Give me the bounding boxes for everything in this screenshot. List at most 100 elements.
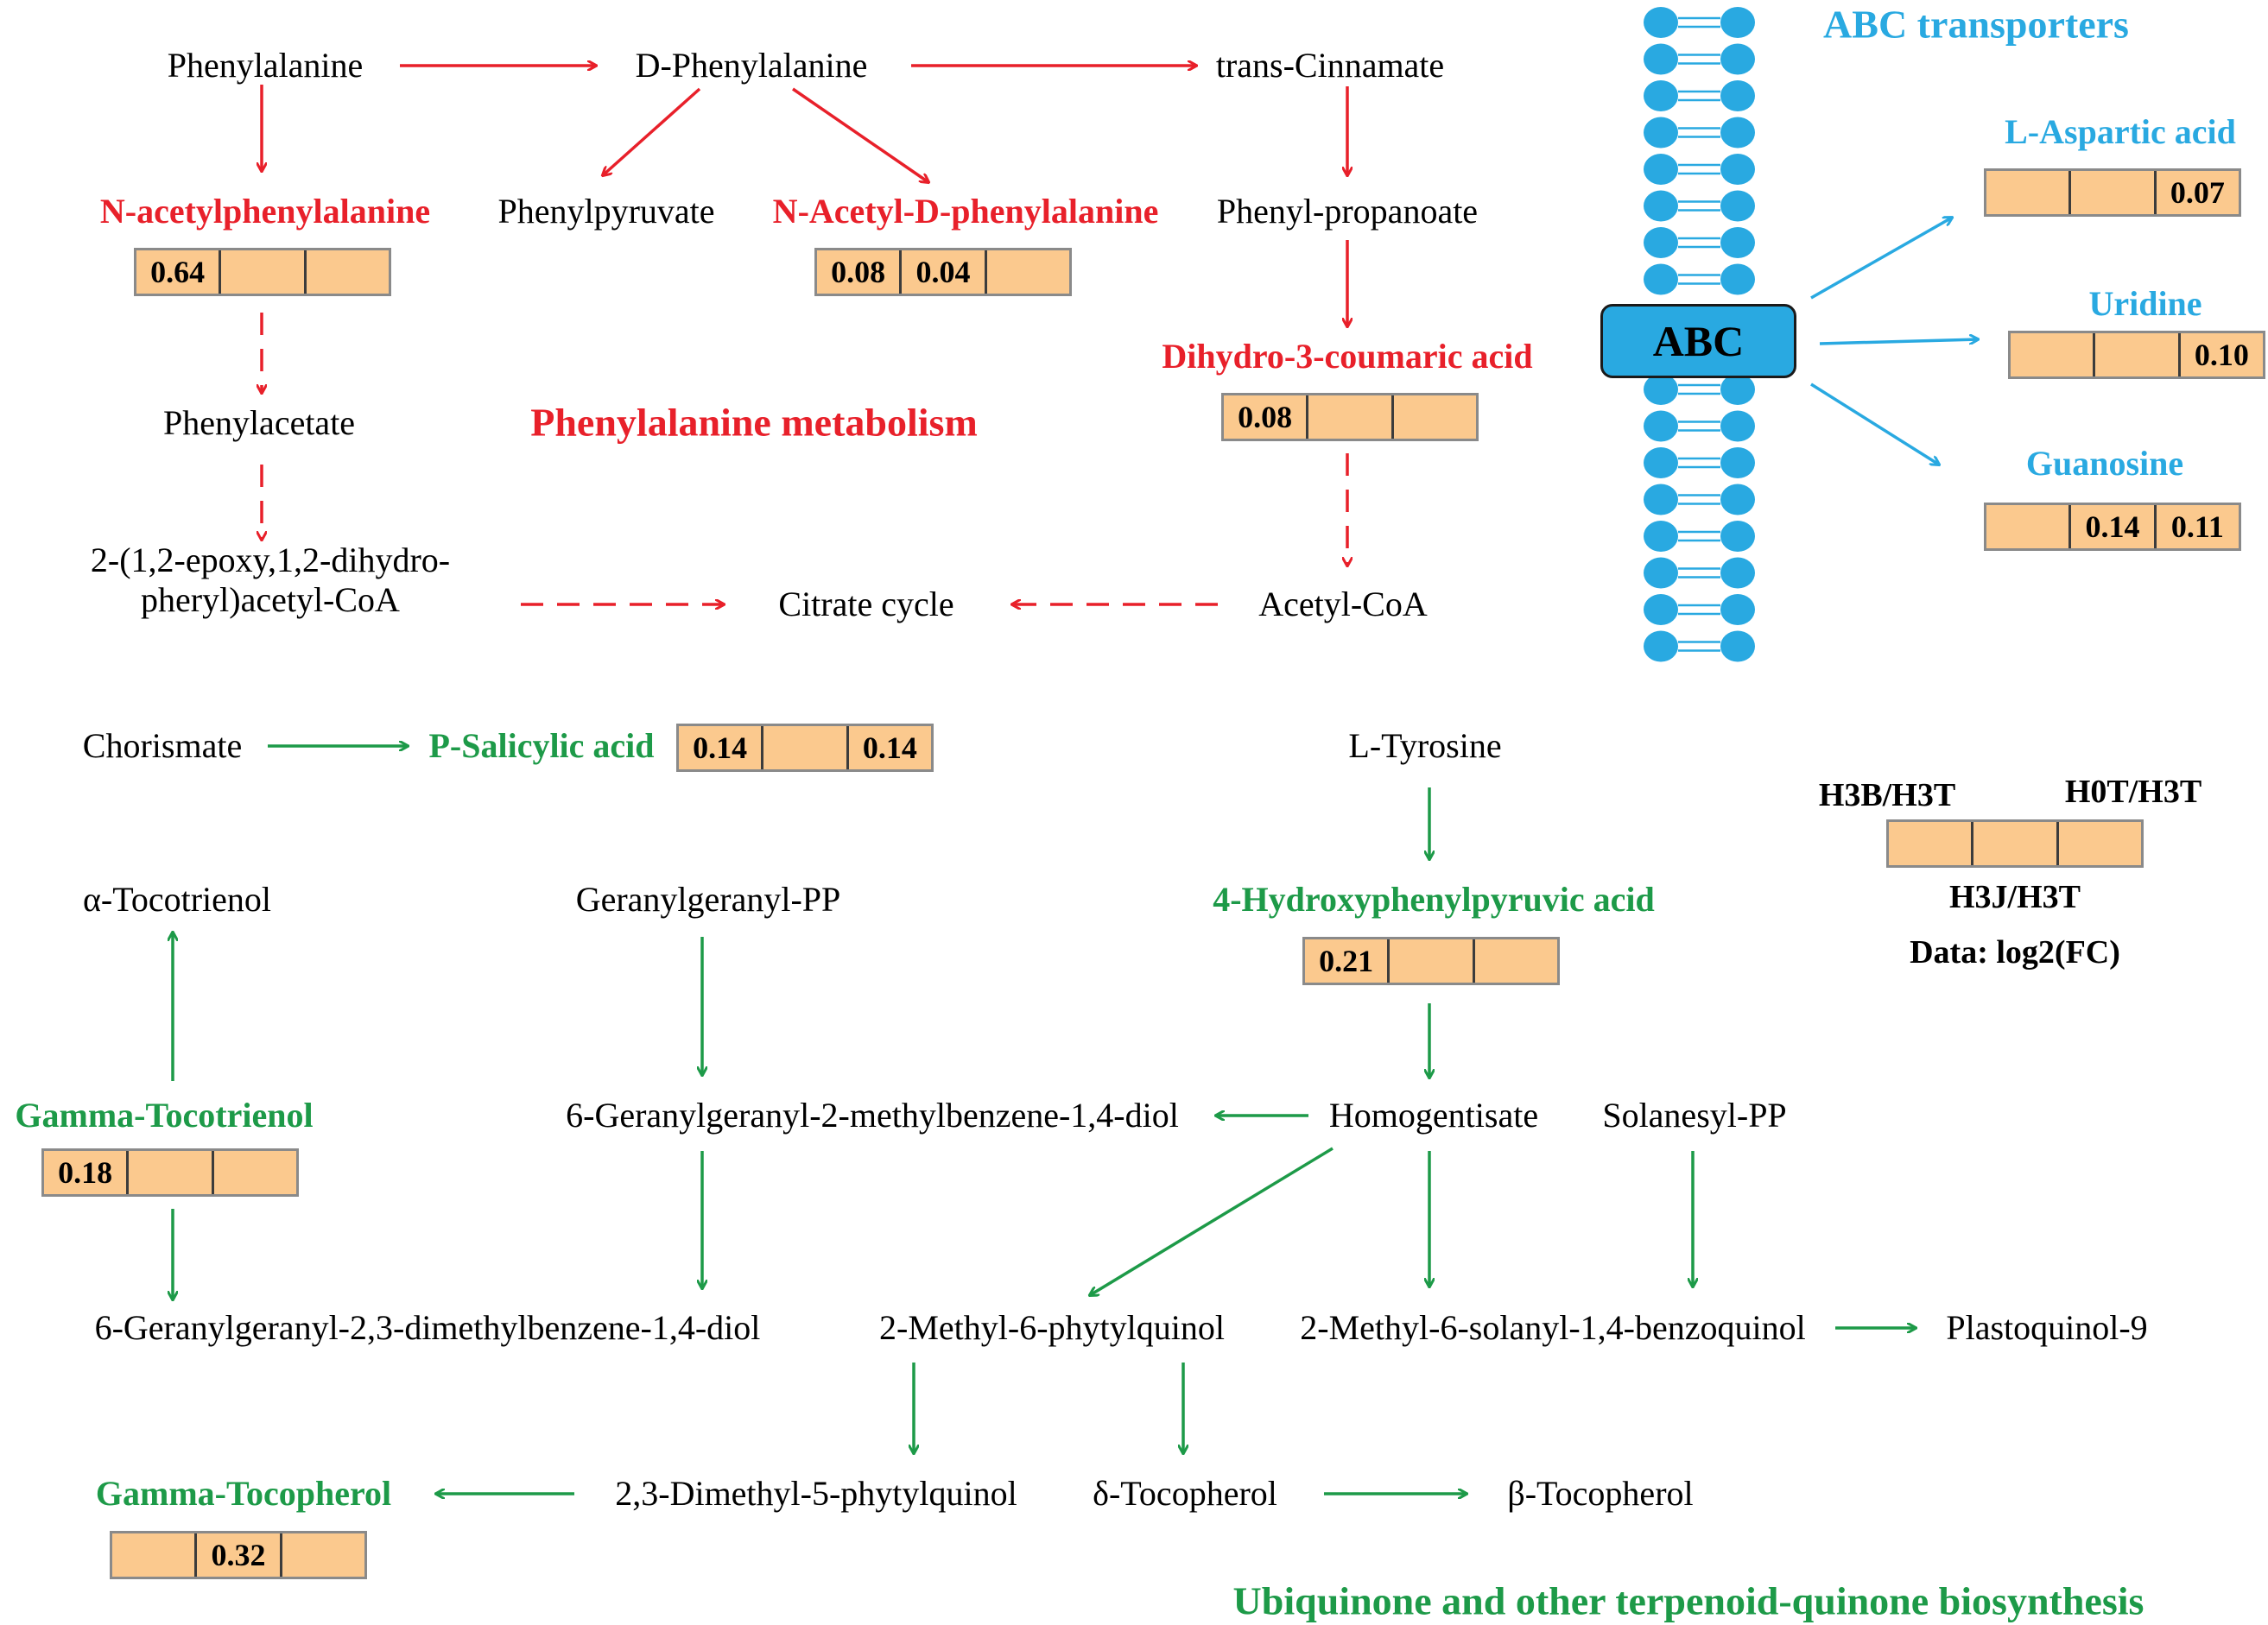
node-l-aspartic-acid: L-Aspartic acid: [2005, 112, 2236, 151]
node-phenyl-propanoate: Phenyl-propanoate: [1216, 192, 1479, 231]
fc-box-p-salicylic-acid: 0.14 0.14: [676, 724, 934, 772]
fc-cell-h0t: [984, 250, 1069, 294]
lipid-head: [1644, 557, 1678, 589]
lipid-head: [1644, 521, 1678, 552]
fc-cell-h0t: [303, 250, 389, 294]
node-solanesyl-pp: Solanesyl-PP: [1602, 1096, 1787, 1135]
lipid-head: [1720, 190, 1755, 222]
legend-cell-2: [1971, 822, 2056, 865]
fc-box-uridine: 0.10: [2008, 331, 2265, 379]
node-epoxy-line2: pheryl)acetyl-CoA: [141, 580, 400, 619]
node-gamma-tocotrienol: Gamma-Tocotrienol: [15, 1096, 314, 1135]
legend-cell-1: [1889, 822, 1971, 865]
node-n-acetyl-d-phenylalanine: N-Acetyl-D-phenylalanine: [772, 192, 1159, 231]
lipid-head: [1720, 263, 1755, 295]
lipid-head: [1644, 374, 1678, 405]
arrow-abc-to-guanosine: [1810, 383, 1939, 465]
node-dihydro-3-coumaric-acid: Dihydro-3-coumaric acid: [1162, 337, 1533, 376]
fc-cell-h0t: 0.10: [2177, 333, 2263, 376]
lipid-head: [1644, 190, 1678, 222]
lipid-head: [1720, 227, 1755, 258]
node-guanosine: Guanosine: [2025, 444, 2184, 483]
lipid-head: [1644, 117, 1678, 149]
lipid-head: [1720, 374, 1755, 405]
node-beta-tocopherol: β-Tocopherol: [1507, 1474, 1694, 1513]
node-2-methyl-6-solanyl-benzoquinol: 2-Methyl-6-solanyl-1,4-benzoquinol: [1300, 1308, 1806, 1347]
fc-cell-h3j: [219, 250, 303, 294]
fc-cell-h3j: 0.14: [2068, 505, 2153, 548]
arrow-abc-to-uridine: [1819, 339, 1978, 345]
lipid-head: [1720, 7, 1755, 38]
fc-cell-h3b: [1986, 171, 2068, 214]
legend-h3b-h3t: H3B/H3T: [1818, 777, 1956, 814]
title-phenylalanine-metabolism: Phenylalanine metabolism: [530, 400, 978, 445]
lipid-head: [1644, 484, 1678, 515]
lipid-head: [1720, 80, 1755, 111]
lipid-head: [1720, 484, 1755, 515]
arrow-abc-to-l-aspartic-acid: [1810, 218, 1952, 300]
node-phenylpyruvate: Phenylpyruvate: [497, 192, 715, 231]
node-phenylalanine: Phenylalanine: [167, 46, 364, 85]
fc-cell-h3j: [126, 1151, 211, 1194]
node-phenylacetate: Phenylacetate: [162, 403, 356, 442]
node-2-3-dimethyl-5-phytylquinol: 2,3-Dimethyl-5-phytylquinol: [615, 1474, 1017, 1513]
fc-cell-h3b: [1986, 505, 2068, 548]
title-ubiquinone-biosynthesis: Ubiquinone and other terpenoid-quinone b…: [1232, 1578, 2144, 1623]
lipid-head: [1720, 447, 1755, 478]
arrow-d-phenylalanine-to-phenylpyruvate: [603, 87, 701, 175]
fc-cell-h3j: [2093, 333, 2177, 376]
fc-cell-h3b: [112, 1533, 194, 1577]
node-chorismate: Chorismate: [82, 726, 243, 765]
fc-cell-h3b: 0.14: [693, 730, 748, 765]
lipid-head: [1644, 630, 1678, 662]
lipid-head: [1720, 117, 1755, 149]
arrow-homogentisate-to-methyl-phytylquinol: [1090, 1147, 1334, 1295]
lipid-head: [1644, 447, 1678, 478]
node-trans-cinnamate: trans-Cinnamate: [1215, 46, 1445, 85]
fc-cell-h0t: 0.11: [2153, 505, 2239, 548]
fc-cell-h3j: 0.04: [899, 250, 984, 294]
node-citrate-cycle: Citrate cycle: [778, 585, 954, 623]
node-epoxy-line1: 2-(1,2-epoxy,1,2-dihydro-: [90, 541, 451, 579]
arrow-d-phenylalanine-to-n-acetyl-d-phenylalanine: [792, 87, 928, 182]
node-ggdmb-diol: 6-Geranylgeranyl-2,3-dimethylbenzene-1,4…: [94, 1308, 761, 1347]
node-acetyl-coa: Acetyl-CoA: [1258, 585, 1428, 623]
node-4-hydroxyphenylpyruvic-acid: 4-Hydroxyphenylpyruvic acid: [1213, 880, 1655, 919]
lipid-head: [1720, 557, 1755, 589]
fc-cell-h3b: 0.08: [1238, 400, 1293, 434]
fc-box-n-acetylphenylalanine: 0.64: [134, 248, 391, 296]
fc-cell-h3b: 0.21: [1319, 944, 1374, 978]
fc-cell-h0t: [211, 1151, 296, 1194]
lipid-bilayer-membrane: [1644, 7, 1755, 662]
node-2-methyl-6-phytylquinol: 2-Methyl-6-phytylquinol: [879, 1308, 1225, 1347]
fc-cell-h3j: 0.32: [194, 1533, 279, 1577]
abc-transporter: ABC: [1600, 304, 1796, 378]
fc-box-n-acetyl-d-phenylalanine: 0.08 0.04: [814, 248, 1072, 296]
fc-cell-h3b: 0.08: [831, 255, 886, 289]
lipid-head: [1644, 7, 1678, 38]
lipid-head: [1720, 594, 1755, 625]
node-uridine: Uridine: [2088, 284, 2202, 323]
node-n-acetylphenylalanine: N-acetylphenylalanine: [99, 192, 431, 231]
node-d-phenylalanine: D-Phenylalanine: [635, 46, 868, 85]
node-geranylgeranyl-pp: Geranylgeranyl-PP: [575, 880, 841, 919]
legend-h0t-h3t: H0T/H3T: [2064, 774, 2202, 811]
lipid-head: [1644, 263, 1678, 295]
legend-h3j-h3t: H3J/H3T: [1948, 879, 2081, 916]
fc-cell-h0t: [1472, 939, 1557, 983]
legend-box: [1886, 819, 2144, 868]
lipid-head: [1720, 154, 1755, 185]
node-p-salicylic-acid: P-Salicylic acid: [428, 726, 655, 765]
lipid-head: [1644, 594, 1678, 625]
node-homogentisate: Homogentisate: [1328, 1096, 1539, 1135]
fc-cell-h3j: [1306, 395, 1391, 439]
node-gamma-tocopherol: Gamma-Tocopherol: [95, 1474, 392, 1513]
node-delta-tocopherol: δ-Tocopherol: [1093, 1474, 1277, 1513]
node-plastoquinol-9: Plastoquinol-9: [1946, 1308, 2148, 1347]
fc-cell-h0t: 0.14: [846, 726, 931, 769]
fc-cell-h3j: [1387, 939, 1472, 983]
fc-cell-h3b: 0.64: [150, 255, 206, 289]
node-ggmb-diol: 6-Geranylgeranyl-2-methylbenzene-1,4-dio…: [566, 1096, 1179, 1135]
legend-cell-3: [2056, 822, 2141, 865]
